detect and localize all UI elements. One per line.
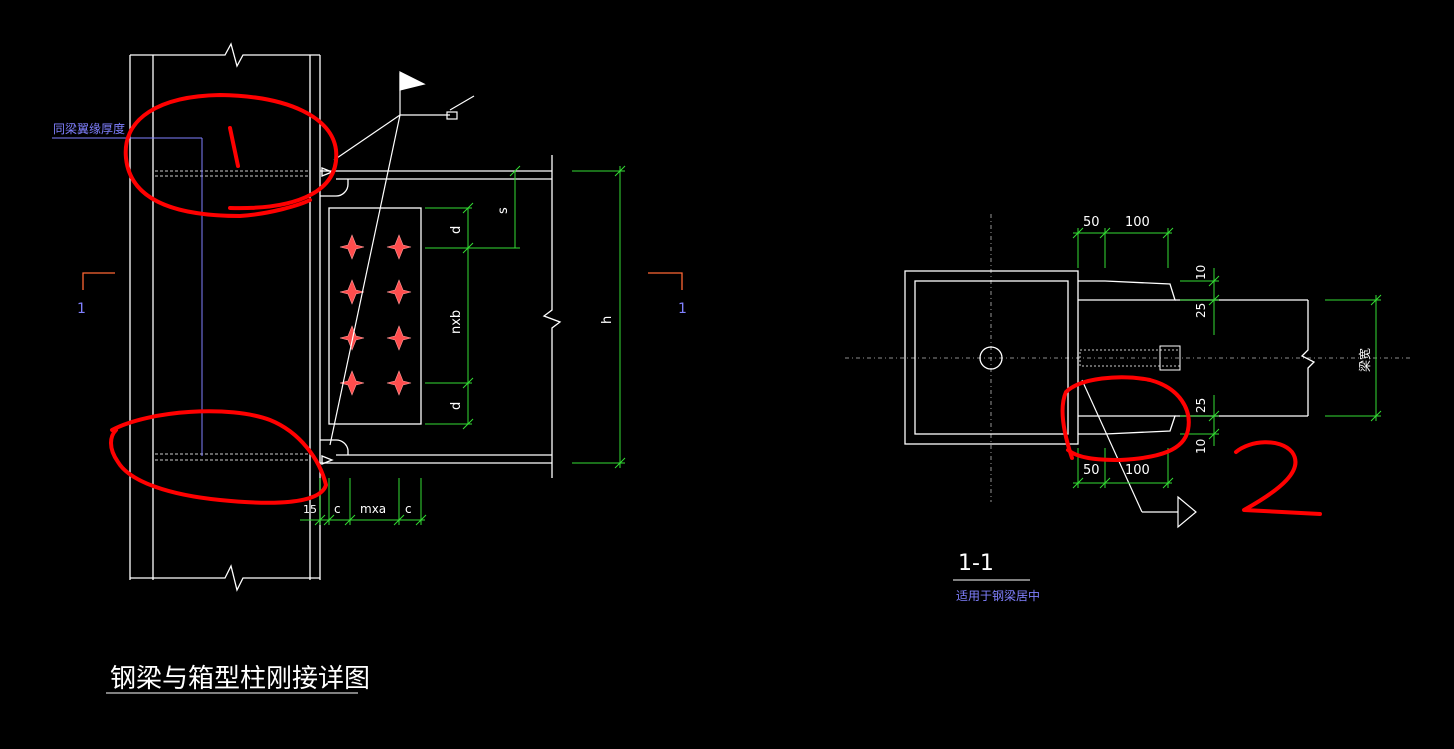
flange-note-leader — [52, 137, 203, 456]
diaphragm-lines — [155, 170, 310, 461]
section-dimensions — [1072, 227, 1382, 489]
dim-right-25-top: 25 — [1194, 303, 1208, 318]
left-dimensions — [300, 165, 626, 526]
section-dimension-labels: 50 100 50 100 10 25 25 10 梁宽 — [1083, 215, 1372, 478]
section-weld-leader — [1081, 379, 1197, 529]
bolt — [386, 370, 412, 396]
bolt — [386, 325, 412, 351]
section-label: 1-1 — [958, 551, 994, 576]
bolt-group — [339, 234, 412, 396]
section-mark-right: 1 — [678, 301, 687, 317]
dim-beam-width: 梁宽 — [1357, 348, 1372, 372]
bolt — [339, 234, 365, 260]
dim-15: 15 — [303, 503, 317, 516]
bolt — [386, 234, 412, 260]
steel-beam — [320, 155, 562, 478]
section-note: 适用于钢梁居中 — [956, 588, 1040, 603]
box-column — [129, 42, 321, 592]
section-beam — [1078, 280, 1316, 435]
dim-top-50: 50 — [1083, 215, 1100, 230]
section-column — [904, 270, 1079, 445]
dim-right-10-top: 10 — [1194, 265, 1208, 280]
red-markups — [109, 93, 1322, 516]
bolt-hole — [979, 346, 1003, 370]
dim-bottom-100: 100 — [1125, 463, 1150, 478]
section-cut-marks — [82, 272, 683, 290]
dim-d-bottom: d — [449, 402, 464, 410]
section-mark-left: 1 — [77, 301, 86, 317]
dim-c-right: c — [405, 502, 412, 516]
dim-c-left: c — [334, 502, 341, 516]
section-centerlines — [845, 214, 1410, 502]
drawing-title: 钢梁与箱型柱刚接详图 — [110, 664, 370, 694]
bolt — [339, 279, 365, 305]
dim-top-100: 100 — [1125, 215, 1150, 230]
flange-thickness-note: 同梁翼缘厚度 — [53, 121, 125, 136]
dim-nxb: nxb — [449, 310, 464, 334]
dim-right-25-bottom: 25 — [1194, 398, 1208, 413]
left-dimension-labels: s d nxb d h 15 c mxa c — [303, 207, 615, 516]
bolt — [386, 279, 412, 305]
dim-s: s — [496, 207, 511, 214]
dim-mxa: mxa — [360, 502, 386, 516]
section-bolt-head — [1159, 345, 1181, 371]
dim-bottom-50: 50 — [1083, 463, 1100, 478]
dim-h: h — [600, 316, 615, 324]
bolt — [339, 370, 365, 396]
weld-symbol — [329, 71, 475, 446]
dim-right-10-bottom: 10 — [1194, 439, 1208, 454]
dim-d-top: d — [449, 226, 464, 234]
bolt — [339, 325, 365, 351]
